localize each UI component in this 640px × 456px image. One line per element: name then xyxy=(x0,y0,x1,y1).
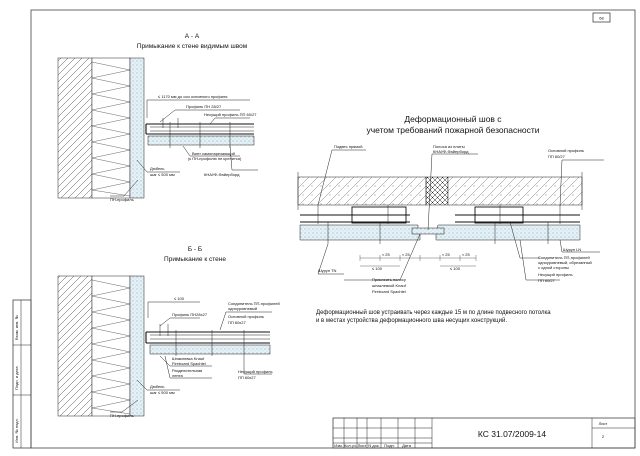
callout-connector-b-2: одноуровневый xyxy=(228,306,257,311)
section-a-subtitle: Примыкание к стене видимым швом xyxy=(137,43,248,50)
callout-bearing-b-2: ПП 60x27 xyxy=(238,375,257,380)
callout-main-profile-b-2: ПП 60x27 xyxy=(228,320,247,325)
callout-dowel-step: шаг ≤ 500 мм xyxy=(150,172,175,177)
ceiling-board xyxy=(147,135,255,146)
title-block: Изм. Кол.уч. Лист N док. Подп. Дата КС 3… xyxy=(332,417,636,449)
callout-bearing-d: Несущий профиль xyxy=(538,272,573,277)
callout-bearing-profile: Несущий профиль ПП 60/27 xyxy=(204,112,257,117)
tb-col-podp: Подп. xyxy=(384,443,395,448)
tb-list-label: Лист xyxy=(599,421,608,426)
callout-connector-b: Соединитель ПП-профилей xyxy=(228,301,280,306)
callout-profile-pn: Профиль ПН 28/27 xyxy=(186,104,222,109)
dim-100-a: ≤ 100 xyxy=(372,266,383,271)
callout-glue-strip-2: шпаклевкой Knauf xyxy=(372,283,407,288)
concrete-slab-right xyxy=(447,176,583,206)
deformation-heading-1: Деформационный шов с xyxy=(404,114,502,124)
tb-col-data: Дата xyxy=(402,443,412,448)
callout-main-profile-d: Основной профиль xyxy=(548,148,584,153)
board-layer xyxy=(129,57,145,199)
callout-connector-d: Соединитель ПП-профилей xyxy=(538,255,590,260)
brick-wall xyxy=(57,57,93,199)
callout-strip: Полоса из плиты xyxy=(433,144,465,149)
callout-main-profile-d-2: ПП 60/27 xyxy=(548,154,566,159)
callout-dowel: Дюбель xyxy=(150,166,164,171)
callout-pn-profile-b: ПН-профиль xyxy=(110,413,134,418)
sheet-number: 68 xyxy=(599,16,604,21)
callout-bearing-b: Несущий профиль xyxy=(238,369,273,374)
callout-dowel-b: Дюбель xyxy=(150,384,164,389)
stamp-inv-orig: Инв. № подл. xyxy=(14,418,19,443)
insulation-layer xyxy=(91,57,131,199)
board-left xyxy=(299,224,421,241)
callout-screw-ln: Шуруп LN xyxy=(563,247,581,252)
tb-col-koluch: Кол.уч. xyxy=(344,443,357,448)
callout-bearing-d-2: ПП 60/27 xyxy=(538,278,556,283)
callout-glue-strip: Приклеить полосу xyxy=(372,277,406,282)
tb-col-izm: Изм. xyxy=(334,443,343,448)
tb-col-list: Лист xyxy=(358,443,367,448)
board-layer-b xyxy=(129,275,145,417)
concrete-slab-left xyxy=(297,176,427,206)
insulation-layer-b xyxy=(91,275,131,417)
section-b-b: Б - Б Примыкание к стене ≤ 100 Профиль П… xyxy=(57,246,280,418)
callout-dim-note: ≤ 1170 мм до оси основного профиля xyxy=(158,94,227,99)
stamp-inv-dup: Взам. инв. № xyxy=(14,315,19,340)
callout-glue-strip-3: Fireboard Spachtel xyxy=(372,289,406,294)
callout-putty-b-2: Fireboard Spachtel xyxy=(172,361,206,366)
dim-25-a: ≈ 25 xyxy=(382,252,391,257)
callout-strip-2: КНАУФ-Файерборд xyxy=(433,149,469,154)
callout-screw: Винт самонарезающий xyxy=(192,151,235,156)
brick-wall-b xyxy=(57,275,93,417)
profile-box-right xyxy=(474,206,524,224)
tb-col-ndoc: N док. xyxy=(368,443,379,448)
callout-pn-profile: ПН-профиль xyxy=(110,197,134,202)
tb-code: КС 31.07/2009-14 xyxy=(478,429,546,439)
callout-separating-b-2: лента xyxy=(172,373,184,378)
deformation-note-2: и в местах устройства деформационного шв… xyxy=(316,317,507,324)
side-stamp: Взам. инв. № Подп. и дата Инв. № подл. xyxy=(12,299,32,449)
tb-list-num: 2 xyxy=(602,434,605,439)
callout-screw-note: (к ПН-профилю не крепится) xyxy=(188,156,242,161)
board-right xyxy=(435,224,581,241)
callout-connector-d-2: одноуровневый, обрезанный xyxy=(538,260,592,265)
profile-box-left xyxy=(351,206,407,224)
callout-hanger: Подвес прямой xyxy=(334,144,362,149)
callout-dim-b: ≤ 100 xyxy=(174,296,185,301)
callout-connector-d-3: с одной стороны xyxy=(538,265,569,270)
deformation-heading-2: учетом требований пожарной безопасности xyxy=(366,125,539,135)
dim-100-b: ≤ 100 xyxy=(450,266,461,271)
section-a-heading: А - А xyxy=(185,33,200,40)
deformation-joint-section: Деформационный шов с учетом требований п… xyxy=(297,114,604,324)
deformation-note-1: Деформационный шов устраивать через кажд… xyxy=(316,309,551,316)
callout-main-profile-b: Основной профиль xyxy=(228,314,264,319)
callout-screw-tn: Шуруп TN xyxy=(318,268,337,273)
callout-board: КНАУФ-Файерборд xyxy=(204,172,240,177)
dim-25-d: ≈ 25 xyxy=(462,252,471,257)
dim-25-b: ≈ 25 xyxy=(402,252,411,257)
section-a-a: А - А Примыкание к стене видимым швом ≤ … xyxy=(57,33,258,202)
dim-25-c: ≈ 25 xyxy=(442,252,451,257)
section-b-heading: Б - Б xyxy=(188,246,202,253)
callout-dowel-step-b: шаг ≤ 500 мм xyxy=(150,390,175,395)
ceiling-board-b xyxy=(149,344,271,355)
callout-separating-b: Разделительная xyxy=(172,368,202,373)
section-b-subtitle: Примыкание к стене xyxy=(164,256,226,263)
stamp-sign-date: Подп. и дата xyxy=(14,366,19,390)
callout-profile-pn-b: Профиль ПН28x27 xyxy=(172,312,208,317)
callout-putty-b: Шпаклевка Knauf xyxy=(172,356,205,361)
